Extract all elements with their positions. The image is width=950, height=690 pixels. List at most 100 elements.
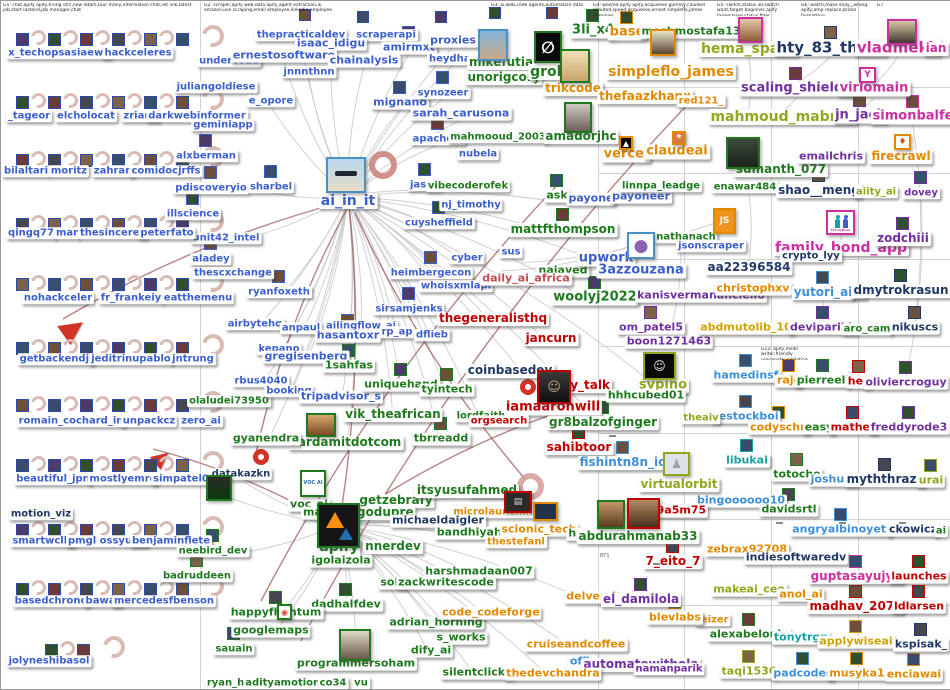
avatar-node[interactable] [914, 171, 927, 184]
avatar-node[interactable] [550, 174, 563, 187]
node-label[interactable]: emailchris [797, 151, 865, 164]
node-label[interactable]: firecrawl [869, 150, 932, 164]
avatar-node[interactable] [742, 613, 755, 626]
avatar-node[interactable] [144, 96, 157, 109]
node-label[interactable]: silentclickz [441, 667, 514, 680]
node-label[interactable]: airbytehq [226, 318, 285, 330]
avatar-node[interactable] [80, 459, 93, 472]
node-label[interactable]: ai_in_it [319, 193, 378, 209]
node-label[interactable]: vu [352, 677, 370, 689]
node-label[interactable]: hasantoxr [315, 330, 381, 343]
node-label[interactable]: sahibtoor [545, 441, 614, 455]
grok-logo-node[interactable]: ∅ [534, 31, 562, 63]
avatar-node[interactable] [112, 459, 125, 472]
node-label[interactable]: claudeai [644, 145, 710, 160]
avatar-node[interactable] [48, 459, 61, 472]
node-label[interactable]: shao__meng [776, 184, 862, 198]
node-label[interactable]: jolyneshibasol [7, 655, 92, 667]
avatar-node[interactable] [402, 287, 415, 300]
node-label[interactable]: co34 [318, 677, 349, 689]
virlomain-y-node[interactable]: Y [859, 67, 876, 83]
node-label[interactable]: zodchiii [875, 232, 931, 246]
node-label[interactable]: alxberman [174, 150, 238, 162]
avatar-node[interactable] [489, 7, 501, 19]
node-label[interactable]: thestefanl [485, 536, 547, 548]
node-label[interactable]: ai [934, 525, 948, 537]
node-label[interactable]: virlomain [838, 82, 911, 97]
node-label[interactable]: gyanendra [231, 433, 301, 446]
node-label[interactable]: olaludei73950 [187, 395, 271, 407]
node-label[interactable]: heimbergecon [389, 267, 473, 279]
node-label[interactable]: enciawai [885, 669, 943, 682]
node-label[interactable]: virtualorbit [639, 478, 720, 492]
avatar-node[interactable] [48, 278, 61, 291]
avatar-node[interactable] [556, 208, 569, 221]
node-label[interactable]: peterfato [138, 227, 195, 239]
node-label[interactable]: ian [924, 42, 949, 56]
node-label[interactable]: zahran [92, 165, 135, 177]
avatar-node[interactable] [269, 591, 282, 604]
node-label[interactable]: ernestosoftware [231, 50, 337, 63]
node-label[interactable]: yutori_ai [792, 286, 855, 300]
avatar-node[interactable] [16, 33, 29, 46]
node-label[interactable]: el_damilola [601, 593, 681, 607]
node-label[interactable]: aiity_ai [854, 186, 898, 198]
node-label[interactable]: hamedinsf [712, 370, 781, 383]
avatar-node[interactable] [418, 163, 431, 176]
avatar-node[interactable] [924, 459, 937, 472]
node-label[interactable]: illscience [165, 208, 221, 220]
node-label[interactable]: jancurn [524, 332, 579, 346]
node-label[interactable]: adityamotionv [243, 677, 328, 689]
avatar-node[interactable] [393, 81, 406, 94]
avatar-node[interactable] [789, 67, 802, 80]
avatar-node[interactable] [176, 583, 189, 596]
node-label[interactable]: synozeer [416, 87, 471, 99]
node-label[interactable]: qingq77 [6, 227, 56, 239]
node-label[interactable]: sarah_carusona [411, 108, 512, 121]
avatar-node[interactable] [899, 361, 912, 374]
node-label[interactable]: enawar484 [712, 181, 778, 193]
node-label[interactable]: ckowicz [887, 524, 939, 537]
node-label[interactable]: dmytrokrasun [851, 284, 950, 298]
node-label[interactable]: daily_ai_africa [480, 273, 572, 286]
avatar-node[interactable] [849, 585, 862, 598]
simpleflo-avatar[interactable] [650, 29, 676, 56]
node-label[interactable]: oliviercroguy [863, 377, 948, 390]
avatar-node[interactable] [616, 441, 629, 454]
avatar-node[interactable] [112, 278, 125, 291]
node-label[interactable]: mostlyemre [88, 473, 159, 485]
avatar-node[interactable] [878, 458, 891, 471]
node-label[interactable]: unpackcz [121, 415, 177, 427]
sworks-avatar[interactable] [339, 629, 371, 661]
avatar-node[interactable] [176, 96, 189, 109]
hema-space-avatar[interactable] [738, 17, 763, 43]
avatar-node[interactable] [435, 11, 447, 23]
node-label[interactable]: elcholocat [55, 110, 117, 122]
vocai-logo-node[interactable]: VOC AI [300, 470, 326, 497]
node-label[interactable]: orgsearch [469, 415, 529, 427]
avatar-node[interactable] [264, 165, 277, 178]
node-label[interactable]: jnnnthnn [282, 66, 337, 78]
avatar-node[interactable] [790, 453, 803, 466]
avatar-node[interactable] [644, 306, 657, 319]
node-label[interactable]: basedchrono [13, 595, 90, 607]
node-label[interactable]: badruddeen [161, 570, 233, 582]
node-label[interactable]: sus [499, 246, 522, 258]
avatar-node[interactable] [424, 251, 437, 264]
node-label[interactable]: makeai_ceo [711, 584, 787, 597]
f9a5m75-avatar-2[interactable] [627, 498, 660, 529]
vladmekh-avatar[interactable] [887, 19, 917, 45]
avatar-node[interactable] [176, 278, 189, 291]
avatar-node[interactable] [907, 653, 920, 666]
node-label[interactable]: bilaltari [2, 165, 50, 177]
avatar-node[interactable] [902, 406, 915, 419]
node-label[interactable]: aro_cam [842, 323, 893, 335]
node-label[interactable]: geminiapp [191, 119, 254, 131]
node-label[interactable]: tripadvisor_s [299, 391, 383, 404]
family-bond-logo-node[interactable]: FamilyBond [826, 210, 855, 235]
node-label[interactable]: pierreeli [795, 375, 851, 388]
upwork-avatar-node[interactable]: ● [627, 232, 655, 259]
node-label[interactable]: ldlarsen [892, 601, 946, 614]
vercel-logo-node[interactable]: ▲ [619, 136, 633, 150]
node-label[interactable]: simpleflo_james [606, 64, 736, 80]
